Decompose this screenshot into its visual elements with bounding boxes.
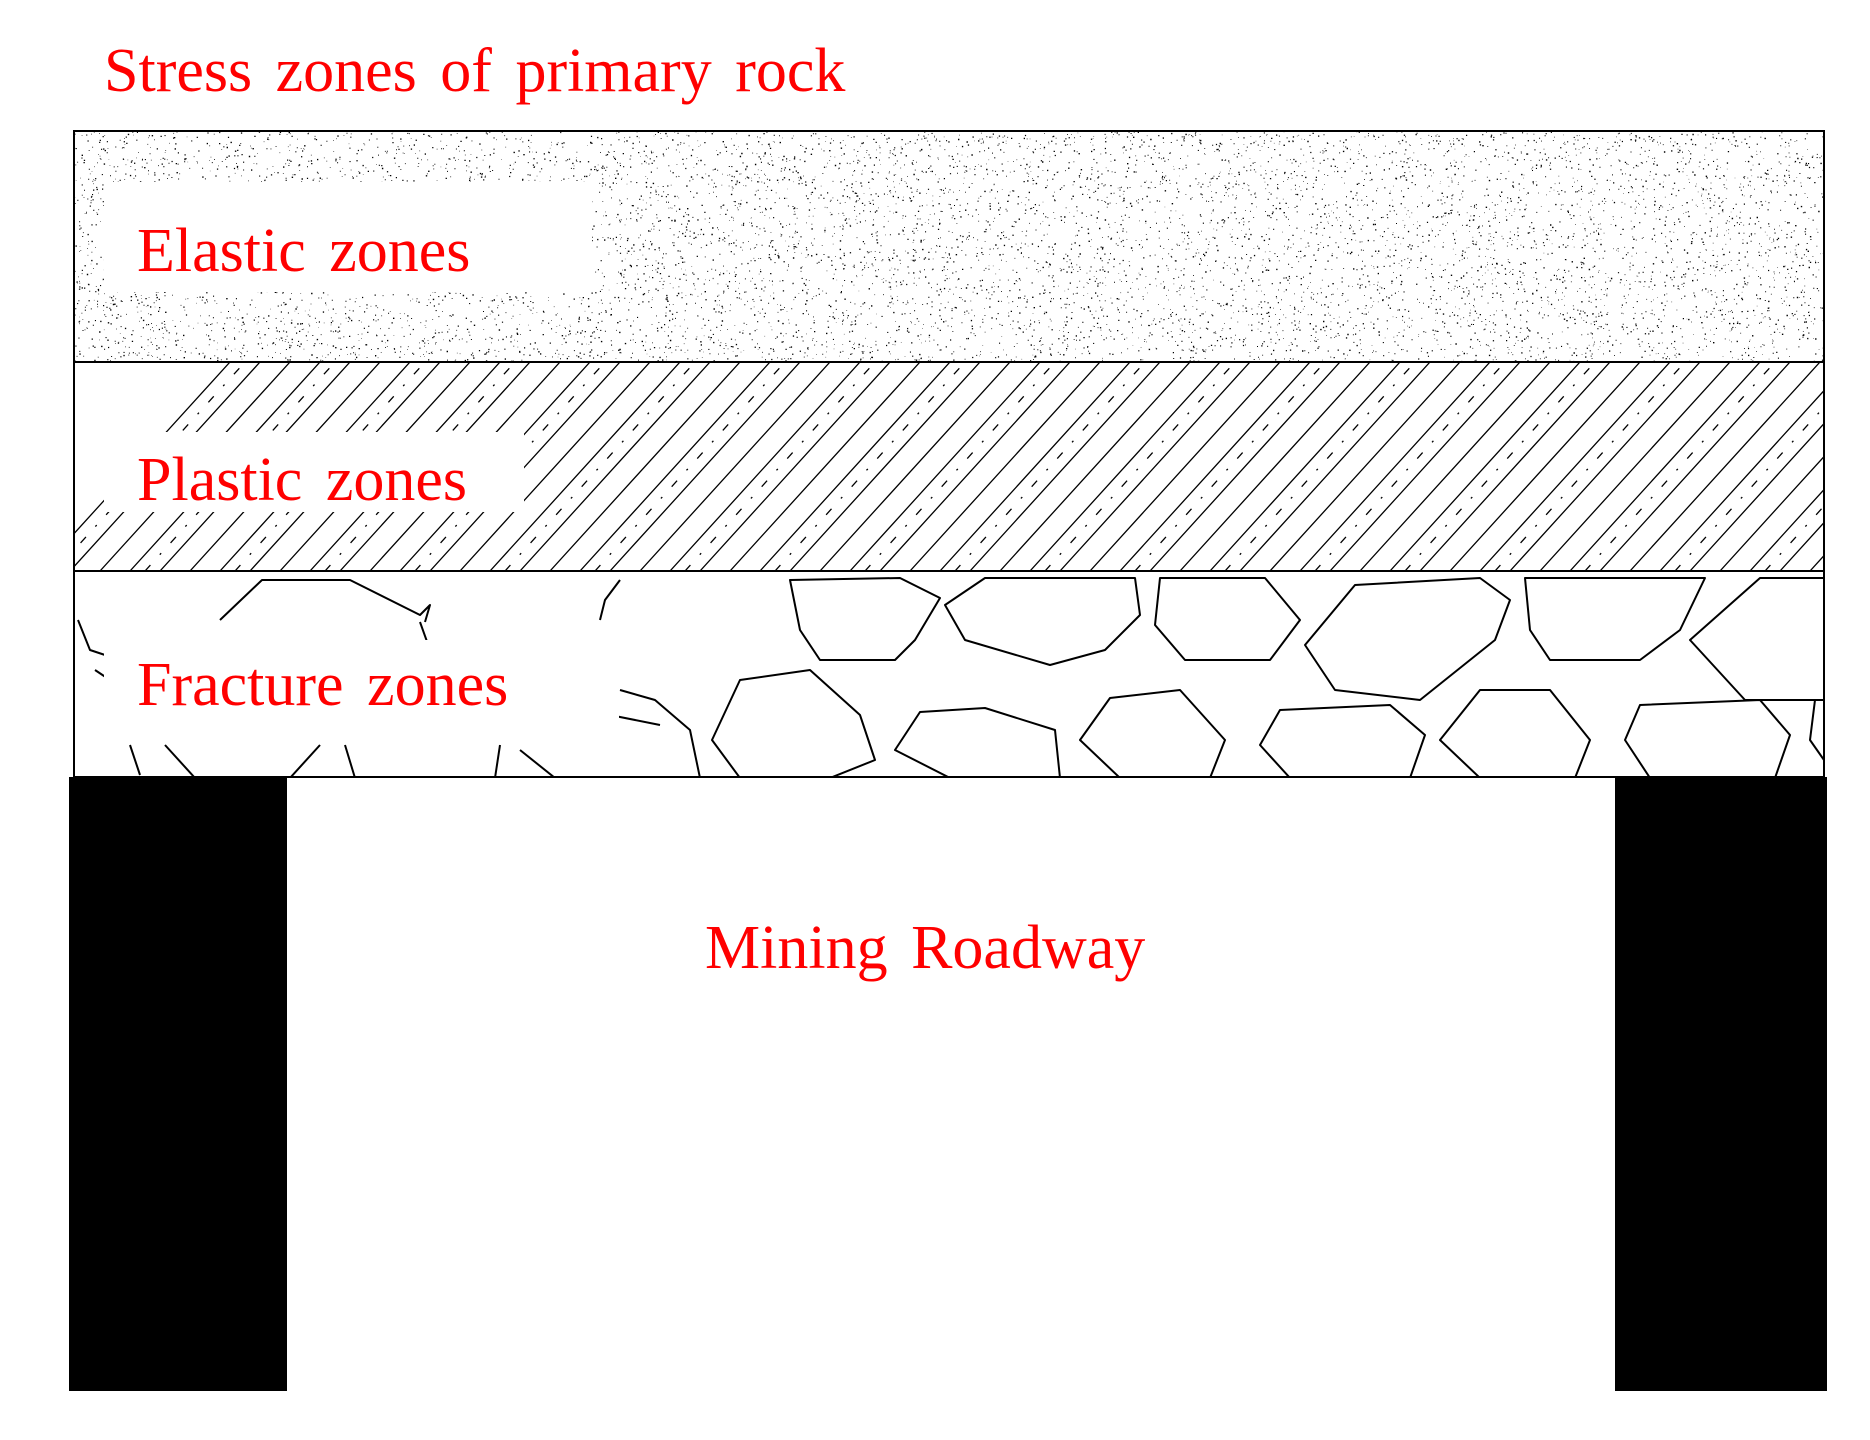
crack-line: [129, 744, 141, 776]
crack-line: [164, 744, 196, 777]
rock-block: [711, 669, 876, 777]
rock-block: [1079, 689, 1226, 777]
rock-block: [1624, 699, 1791, 777]
crack-line: [599, 579, 621, 621]
crack-line: [619, 689, 701, 777]
plastic-zone-label: Plastic zones: [137, 446, 467, 514]
rock-block: [894, 707, 1061, 777]
fracture-label-backdrop: [104, 640, 619, 725]
crack-line: [219, 579, 431, 623]
rock-block: [1304, 577, 1511, 701]
plastic-label-backdrop: [104, 432, 524, 512]
fracture-zone: Fracture zones: [73, 570, 1825, 778]
rock-block: [1524, 577, 1706, 661]
plastic-zone: Plastic zones: [73, 361, 1825, 572]
rock-block: [1154, 577, 1301, 661]
rock-block: [789, 577, 941, 661]
rock-block: [1439, 689, 1591, 777]
crack-line: [519, 749, 556, 777]
elastic-label-backdrop: [104, 182, 592, 292]
elastic-zone: Elastic zones: [73, 130, 1825, 363]
roadway-label: Mining Roadway: [705, 914, 1145, 982]
left-pillar: [69, 777, 287, 1391]
diagram-title: Stress zones of primary rock: [104, 37, 845, 105]
crack-line: [494, 744, 501, 777]
elastic-zone-label: Elastic zones: [137, 217, 470, 285]
right-pillar: [1615, 777, 1827, 1391]
fracture-zone-blocks: [77, 577, 1824, 777]
crack-line: [289, 744, 321, 777]
rock-block: [1689, 577, 1824, 701]
crack-line: [344, 744, 356, 777]
rock-block: [1259, 704, 1426, 777]
crack-line: [1809, 699, 1824, 761]
fracture-zone-label: Fracture zones: [137, 651, 508, 719]
rock-block: [944, 577, 1141, 666]
fracture-zone-border: [73, 570, 1825, 778]
